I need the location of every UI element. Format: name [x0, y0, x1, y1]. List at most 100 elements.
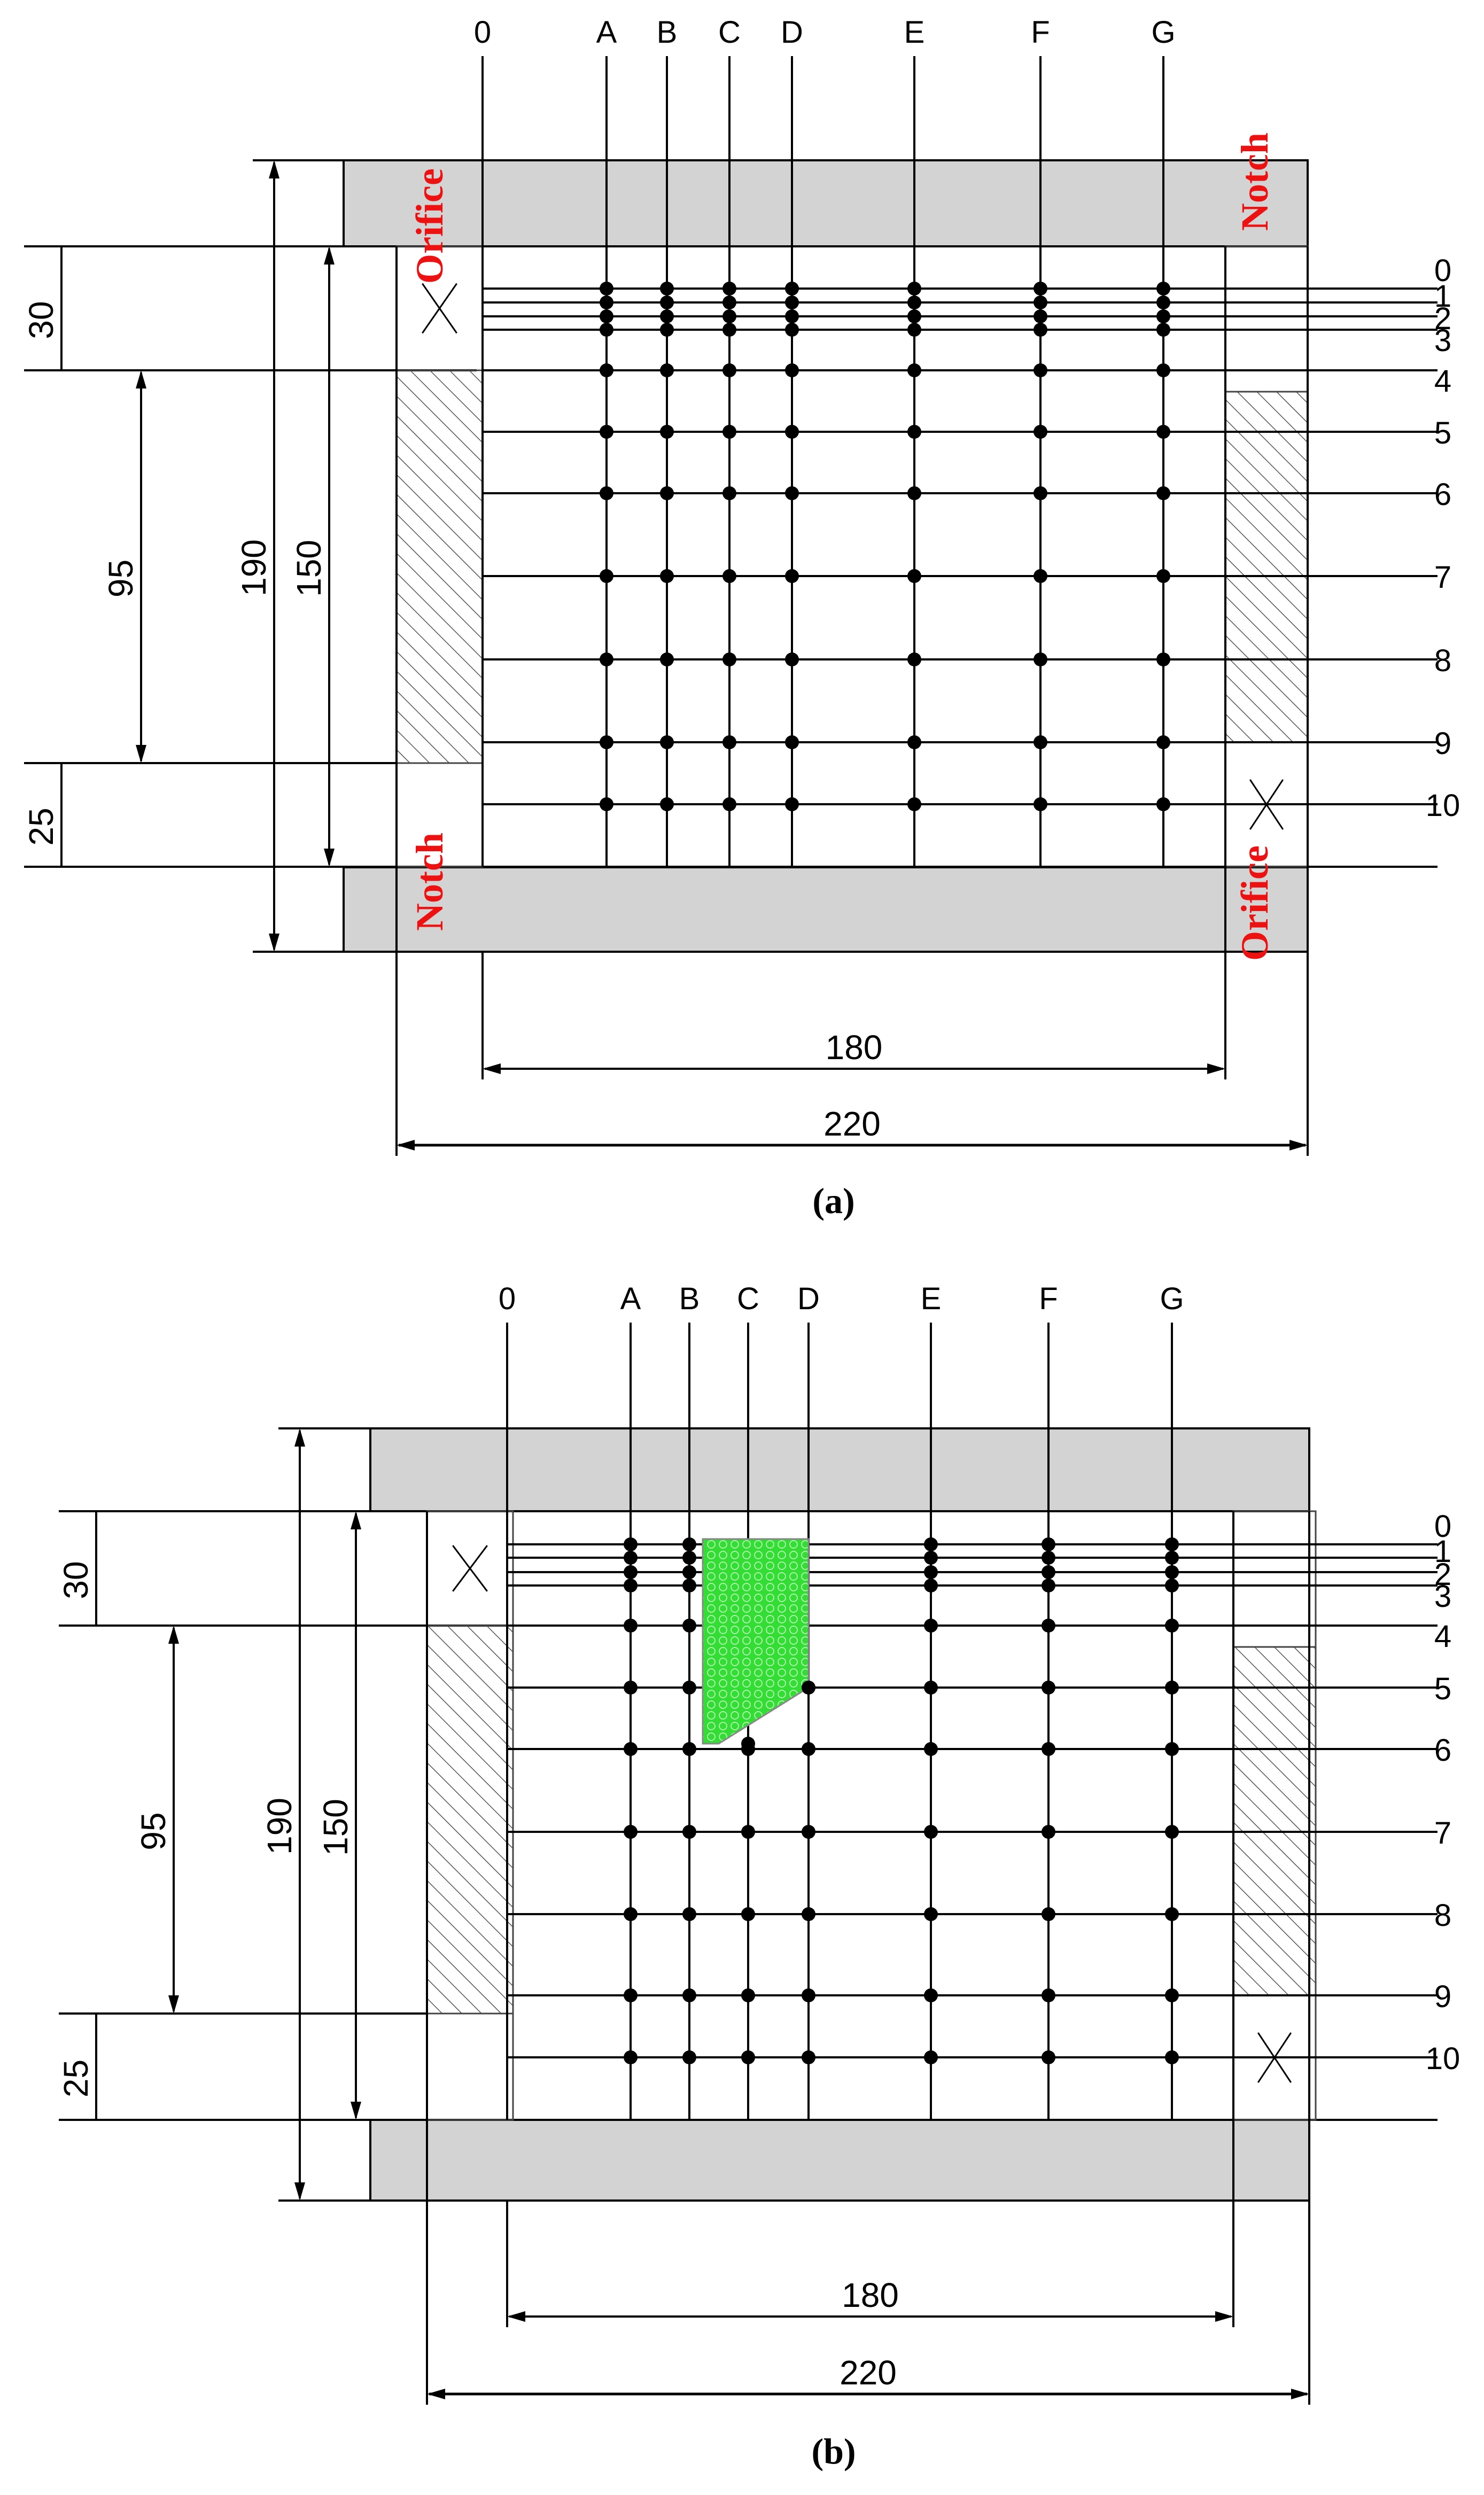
measuring-point — [785, 735, 799, 749]
measuring-point — [600, 735, 613, 749]
dim-150-label: 150 — [290, 540, 328, 597]
measuring-point — [1165, 1742, 1179, 1756]
measuring-point — [1156, 282, 1170, 296]
measuring-point — [741, 1988, 755, 2002]
measuring-point — [600, 425, 613, 439]
column-label: A — [596, 15, 617, 50]
measuring-point — [1165, 1537, 1179, 1551]
side-label-top-right: Notch — [1233, 133, 1276, 231]
measuring-point — [907, 486, 921, 500]
measuring-point — [785, 425, 799, 439]
measuring-point — [1042, 1907, 1055, 1921]
dim-180-label: 180 — [826, 1028, 883, 1067]
measuring-point — [907, 282, 921, 296]
measuring-point — [682, 1825, 696, 1839]
row-label: 3 — [1434, 323, 1451, 358]
left-bottom-opening — [426, 2012, 514, 2121]
measuring-point — [907, 323, 921, 337]
side-label-bottom-right: Orifice — [1233, 845, 1276, 961]
column-label: A — [620, 1281, 641, 1316]
measuring-point — [924, 1537, 938, 1551]
measuring-point — [924, 1565, 938, 1579]
measuring-point — [1165, 1551, 1179, 1565]
arrowhead — [1289, 1140, 1308, 1151]
measuring-point — [624, 1742, 638, 1756]
arrowhead — [427, 2389, 445, 2399]
measuring-point — [1042, 1551, 1055, 1565]
column-label: B — [657, 15, 678, 50]
measuring-point — [624, 1681, 638, 1695]
measuring-point — [600, 363, 613, 377]
measuring-point — [785, 569, 799, 583]
right-hatched-wall — [1232, 1646, 1317, 1996]
dim-95 — [136, 370, 146, 763]
measuring-point — [1165, 1681, 1179, 1695]
row-label: 1 — [1434, 279, 1451, 314]
measuring-point — [924, 1619, 938, 1633]
measuring-point — [682, 1537, 696, 1551]
arrowhead — [136, 745, 146, 763]
dim-180 — [507, 2311, 1233, 2322]
top-wall — [343, 159, 1309, 247]
measuring-point — [741, 2050, 755, 2064]
arrowhead — [294, 2182, 305, 2201]
measuring-point — [600, 323, 613, 337]
measuring-point — [802, 1825, 815, 1839]
measuring-point — [1042, 1988, 1055, 2002]
measuring-point — [1034, 652, 1047, 666]
row-label: 10 — [1426, 788, 1460, 823]
right-hatched-wall — [1224, 391, 1309, 743]
measuring-point — [600, 569, 613, 583]
measuring-point — [907, 652, 921, 666]
measuring-point — [1042, 1537, 1055, 1551]
dim-30-label: 30 — [57, 1561, 95, 1599]
dim-180 — [483, 1063, 1225, 1074]
measuring-point — [600, 652, 613, 666]
column-label: F — [1031, 15, 1050, 50]
measuring-point — [924, 1551, 938, 1565]
measuring-point — [624, 1825, 638, 1839]
arrowhead — [324, 246, 335, 265]
row-label: 6 — [1434, 477, 1451, 512]
measuring-point — [600, 296, 613, 309]
measuring-point — [1042, 1565, 1055, 1579]
row-label: 0 — [1434, 253, 1451, 288]
measuring-point — [1034, 323, 1047, 337]
measuring-point — [1034, 309, 1047, 323]
measuring-point — [1042, 1825, 1055, 1839]
measuring-point — [722, 797, 736, 811]
column-label: G — [1151, 15, 1175, 50]
measuring-point — [1042, 2050, 1055, 2064]
measuring-point — [682, 1579, 696, 1592]
measuring-point — [924, 1988, 938, 2002]
measuring-point — [1165, 1988, 1179, 2002]
measuring-point — [785, 652, 799, 666]
measuring-point — [1034, 797, 1047, 811]
measuring-point — [802, 2050, 815, 2064]
measuring-point — [1034, 282, 1047, 296]
measuring-point — [1165, 1619, 1179, 1633]
measuring-point — [785, 309, 799, 323]
measuring-point — [785, 363, 799, 377]
opening-cross — [422, 283, 457, 334]
measuring-point — [624, 1537, 638, 1551]
row-label: 4 — [1434, 1619, 1451, 1654]
measuring-point — [924, 1681, 938, 1695]
row-label: 7 — [1434, 1816, 1451, 1851]
row-label: 7 — [1434, 560, 1451, 595]
measuring-point — [907, 296, 921, 309]
arrowhead — [483, 1063, 501, 1074]
dim-220-label: 220 — [823, 1105, 881, 1143]
dim-150 — [324, 246, 335, 867]
dim-190-label: 190 — [235, 539, 273, 596]
measuring-point — [802, 1742, 815, 1756]
column-label: F — [1039, 1281, 1058, 1316]
measuring-point — [1042, 1742, 1055, 1756]
measuring-point — [1165, 1579, 1179, 1592]
measuring-point — [802, 1988, 815, 2002]
measuring-point — [1034, 486, 1047, 500]
measuring-point — [624, 1579, 638, 1592]
measuring-point — [1034, 569, 1047, 583]
